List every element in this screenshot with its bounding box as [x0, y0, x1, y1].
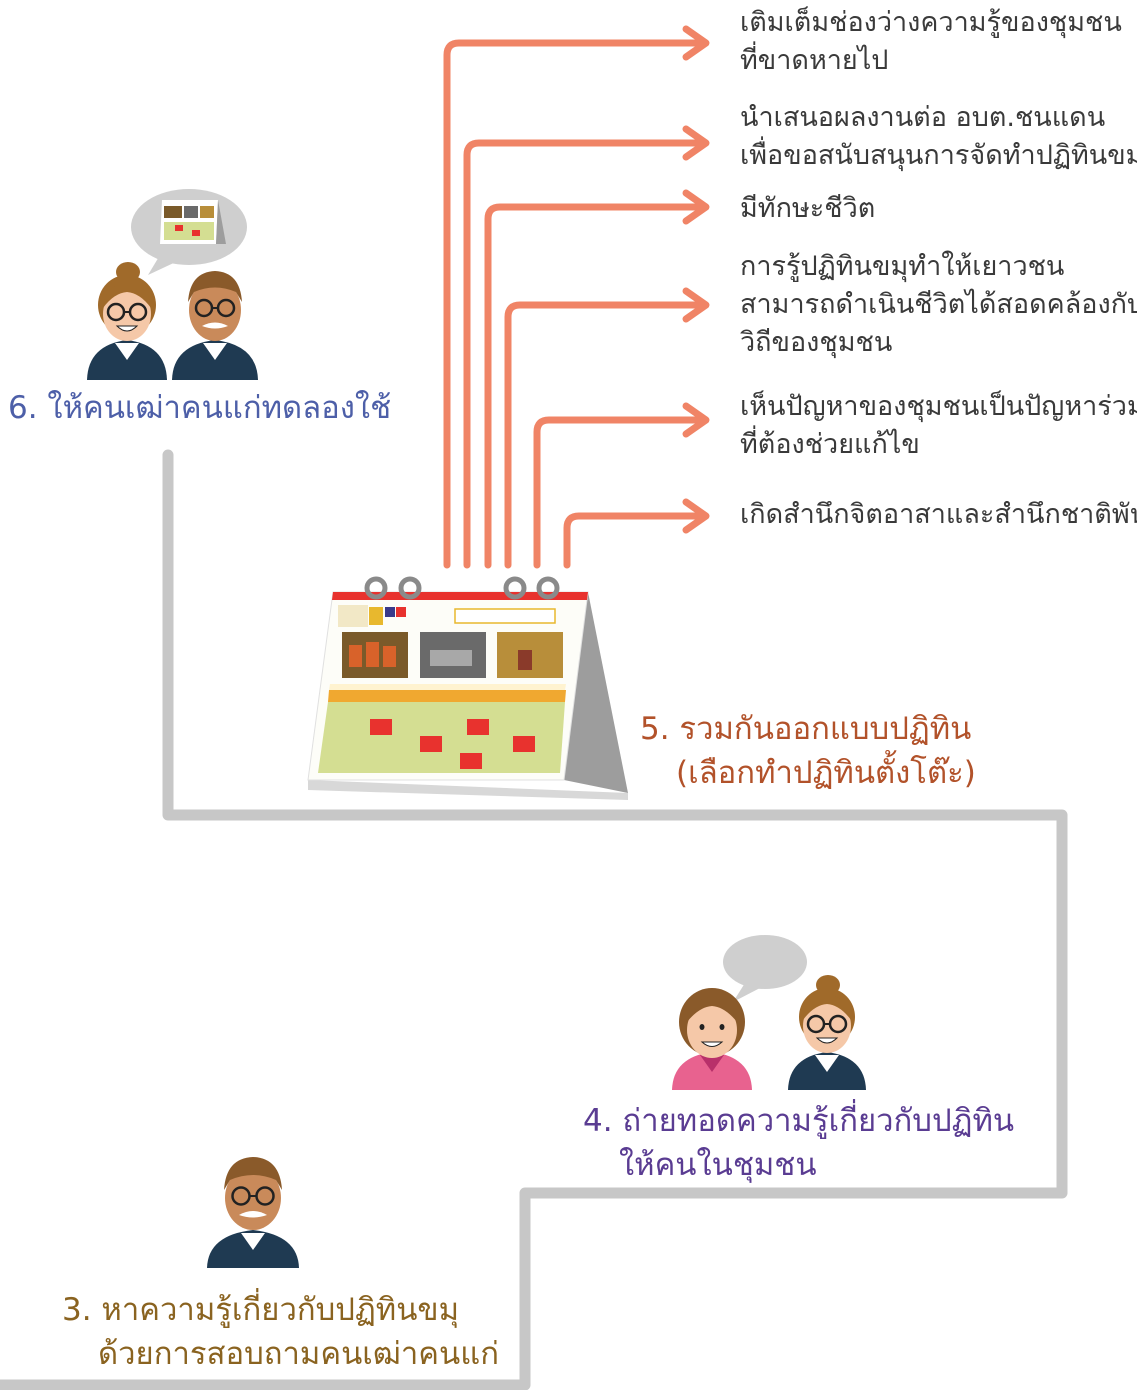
- desk-calendar-illustration: [307, 576, 628, 800]
- outcome-5-line2: ที่ต้องช่วยแก้ไข: [740, 429, 920, 460]
- outcome-6: เกิดสำนึกจิตอาสาและสำนึกชาติพันธุ์: [740, 496, 1137, 534]
- outcome-1-line1: เติมเต็มช่องว่างความรู้ของชุมชน: [740, 7, 1122, 38]
- outcome-4: การรู้ปฏิทินขมุทำให้เยาวชน สามารถดำเนินช…: [740, 248, 1137, 362]
- outcome-2: นำเสนอผลงานต่อ อบต.ชนแดน เพื่อขอสนับสนุน…: [740, 99, 1137, 175]
- speech-bubble-step6: [131, 189, 247, 275]
- step-4-line2: ให้คนในชุมชน: [619, 1147, 817, 1183]
- outcome-2-line2: เพื่อขอสนับสนุนการจัดทำปฏิทินขมุ: [740, 140, 1137, 171]
- outcome-3-line1: มีทักษะชีวิต: [740, 193, 876, 224]
- outcome-arrows: [443, 25, 710, 569]
- man-avatar-step6: [172, 271, 258, 380]
- outcome-4-line2: สามารถดำเนินชีวิตได้สอดคล้องกับ: [740, 289, 1137, 320]
- step-5-line2: (เลือกทำปฏิทินตั้งโต๊ะ): [676, 755, 976, 791]
- outcome-1: เติมเต็มช่องว่างความรู้ของชุมชน ที่ขาดหา…: [740, 4, 1122, 80]
- step-5-line1: 5. รวมกันออกแบบปฏิทิน: [640, 711, 972, 747]
- step-6-line1: 6. ให้คนเฒ่าคนแก่ทดลองใช้: [8, 390, 392, 426]
- outcome-1-line2: ที่ขาดหายไป: [740, 45, 889, 76]
- outcome-5: เห็นปัญหาของชุมชนเป็นปัญหาร่วม ที่ต้องช่…: [740, 388, 1137, 464]
- step-4-line1: 4. ถ่ายทอดความรู้เกี่ยวกับปฏิทิน: [583, 1103, 1015, 1139]
- outcome-4-line3: วิถีของชุมชน: [740, 327, 893, 358]
- outcome-5-line1: เห็นปัญหาของชุมชนเป็นปัญหาร่วม: [740, 391, 1137, 422]
- staircase-path: [0, 449, 1068, 1390]
- outcome-4-line1: การรู้ปฏิทินขมุทำให้เยาวชน: [740, 251, 1065, 282]
- outcome-2-line1: นำเสนอผลงานต่อ อบต.ชนแดน: [740, 102, 1106, 133]
- man-avatar-step3: [207, 1157, 299, 1268]
- elder-woman-avatar-step4: [672, 988, 752, 1090]
- step-6-label: 6. ให้คนเฒ่าคนแก่ทดลองใช้: [8, 386, 391, 430]
- woman-avatar-step6: [87, 262, 167, 380]
- outcome-6-line1: เกิดสำนึกจิตอาสาและสำนึกชาติพันธุ์: [740, 499, 1137, 530]
- arrow-1: [443, 39, 704, 569]
- step-3-line2: ด้วยการสอบถามคนเฒ่าคนแก่: [98, 1336, 499, 1372]
- woman-avatar-step4: [788, 975, 866, 1090]
- step-3-line1: 3. หาความรู้เกี่ยวกับปฏิทินขมุ: [62, 1292, 460, 1328]
- arrow-3: [484, 203, 704, 569]
- step-5-label: 5. รวมกันออกแบบปฏิทิน (เลือกทำปฏิทินตั้ง…: [640, 707, 976, 795]
- arrow-2: [463, 139, 704, 569]
- arrow-5: [533, 416, 704, 569]
- outcome-3: มีทักษะชีวิต: [740, 190, 875, 228]
- arrow-6: [563, 512, 704, 569]
- speech-bubble-step4: [723, 935, 807, 1002]
- arrow-4: [504, 301, 704, 569]
- step-3-label: 3. หาความรู้เกี่ยวกับปฏิทินขมุ ด้วยการสอ…: [62, 1288, 499, 1376]
- step-4-label: 4. ถ่ายทอดความรู้เกี่ยวกับปฏิทิน ให้คนใน…: [583, 1099, 1014, 1187]
